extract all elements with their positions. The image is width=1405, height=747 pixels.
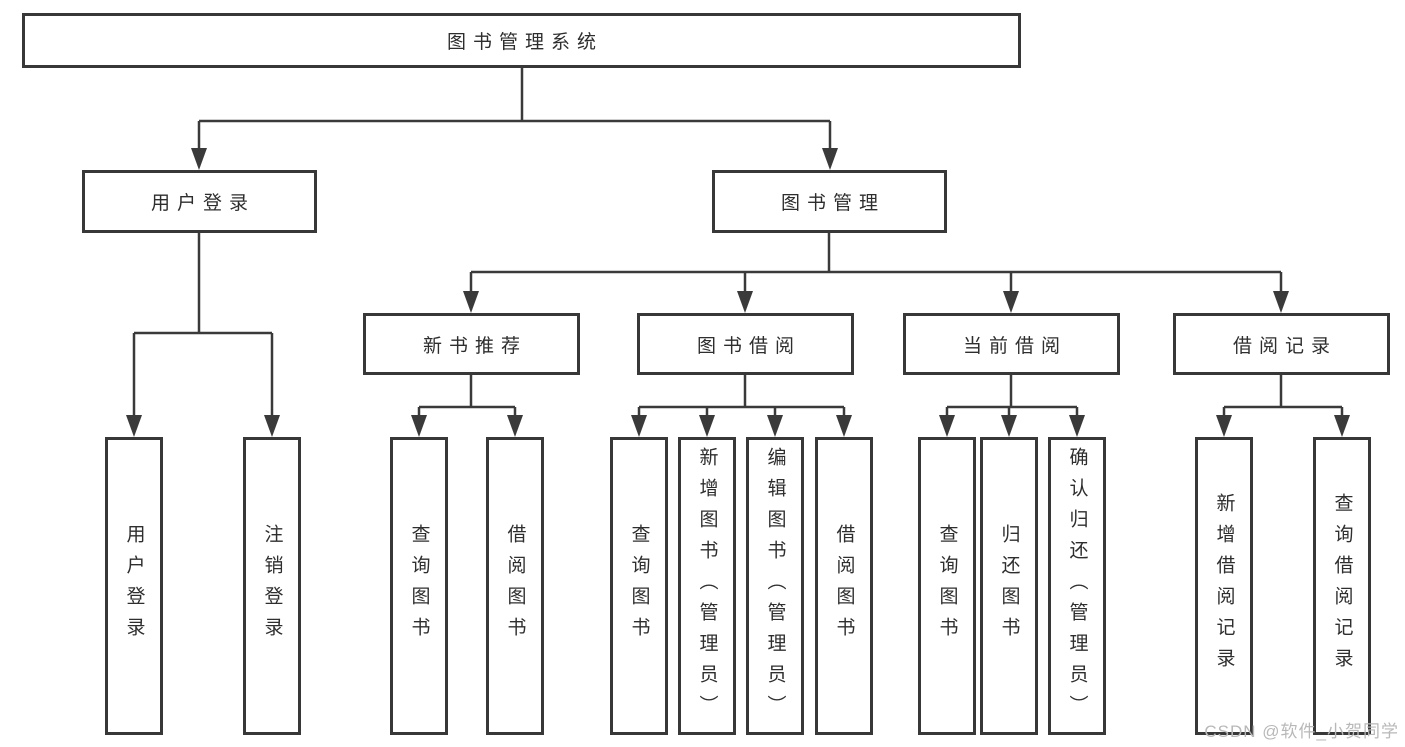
leaf-query-books-recommend: 查询图书: [390, 437, 448, 735]
leaf-user-login: 用户登录: [105, 437, 163, 735]
leaf-query-books-current: 查询图书: [918, 437, 976, 735]
leaf-query-books-borrow: 查询图书: [610, 437, 668, 735]
node-user-login: 用户登录: [82, 170, 317, 233]
leaf-add-borrow-record: 新增借阅记录: [1195, 437, 1253, 735]
leaf-logout: 注销登录: [243, 437, 301, 735]
leaf-borrow-books-recommend: 借阅图书: [486, 437, 544, 735]
leaf-confirm-return-admin: 确认归还（管理员）: [1048, 437, 1106, 735]
leaf-add-book-admin: 新增图书（管理员）: [678, 437, 736, 735]
node-new-book-recommend: 新书推荐: [363, 313, 580, 375]
node-root-system: 图书管理系统: [22, 13, 1021, 68]
leaf-query-borrow-record: 查询借阅记录: [1313, 437, 1371, 735]
node-borrow-records: 借阅记录: [1173, 313, 1390, 375]
node-book-borrow: 图书借阅: [637, 313, 854, 375]
csdn-watermark: CSDN @软件_小贺同学: [1204, 722, 1399, 741]
leaf-return-books: 归还图书: [980, 437, 1038, 735]
leaf-borrow-books: 借阅图书: [815, 437, 873, 735]
node-book-management: 图书管理: [712, 170, 947, 233]
node-current-borrow: 当前借阅: [903, 313, 1120, 375]
leaf-edit-book-admin: 编辑图书（管理员）: [746, 437, 804, 735]
